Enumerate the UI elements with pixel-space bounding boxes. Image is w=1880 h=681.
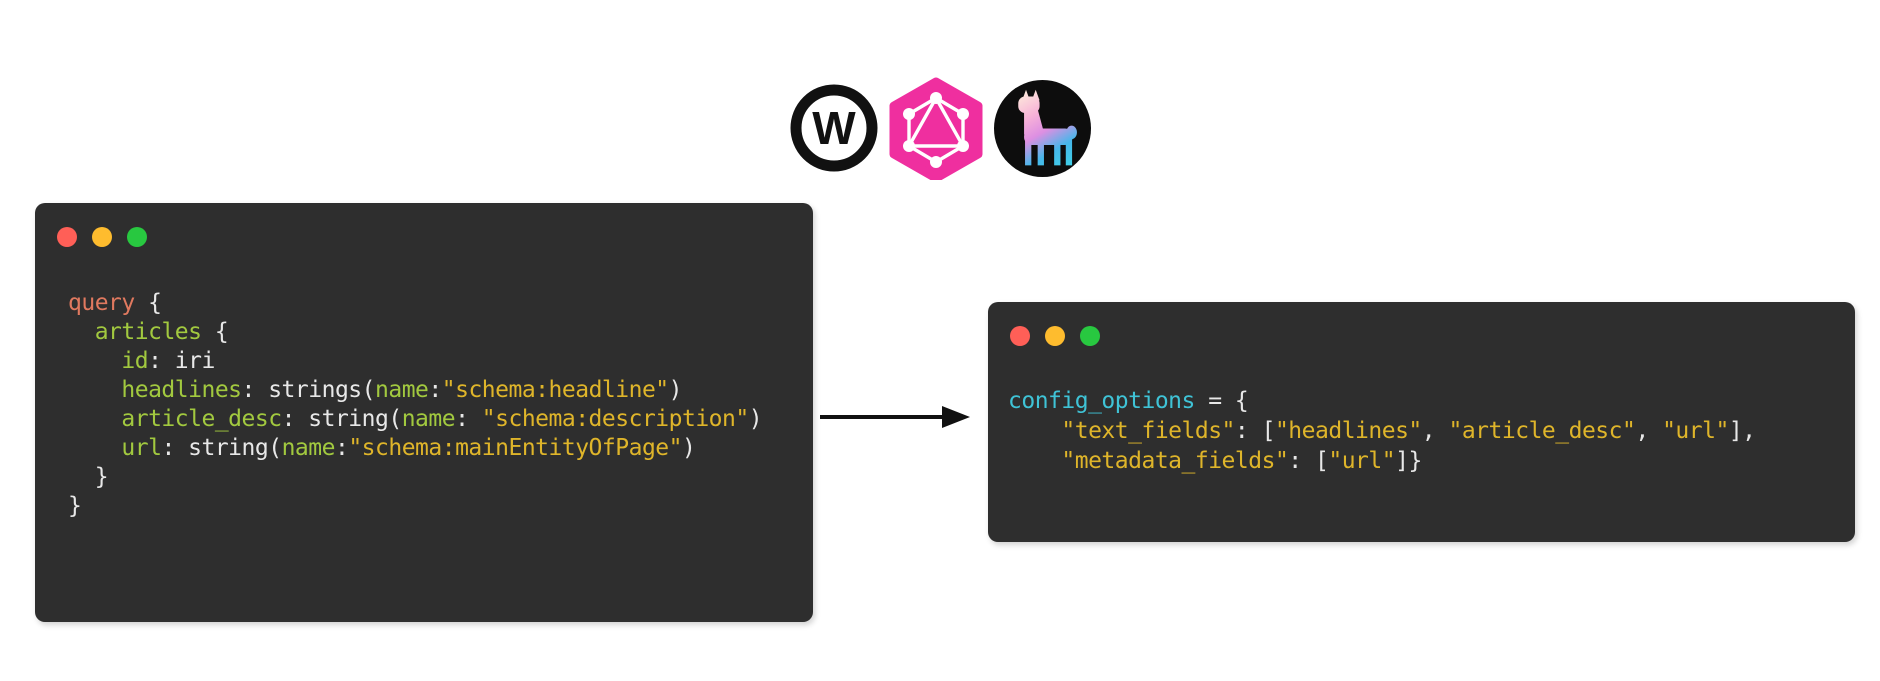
config-options-code: config_options = { "text_fields": ["head… — [1008, 386, 1756, 476]
code-line: "metadata_fields": ["url"]} — [1061, 448, 1422, 474]
llama-logo-icon — [993, 79, 1091, 177]
code-line: config_options = { — [1008, 388, 1249, 414]
code-line: } — [68, 493, 82, 519]
window-controls — [57, 227, 147, 247]
graphql-logo-icon — [889, 77, 982, 180]
graphql-query-code: query { articles { id: iri headlines: st… — [68, 289, 763, 521]
arrow-right-icon — [820, 400, 972, 434]
code-line: query { — [68, 290, 162, 316]
config-options-window: config_options = { "text_fields": ["head… — [988, 302, 1855, 542]
minimize-button-icon — [1045, 326, 1065, 346]
code-line: headlines: strings(name:"schema:headline… — [121, 377, 683, 403]
code-line: article_desc: string(name: "schema:descr… — [121, 406, 763, 432]
close-button-icon — [1010, 326, 1030, 346]
code-line: } — [68, 464, 109, 490]
llama-silhouette — [1017, 89, 1077, 165]
code-line: "text_fields": ["headlines", "article_de… — [1061, 418, 1756, 444]
graphql-query-window: query { articles { id: iri headlines: st… — [35, 203, 813, 622]
weaviate-letter: W — [812, 102, 856, 154]
minimize-button-icon — [92, 227, 112, 247]
logo-row: W — [0, 76, 1880, 180]
code-line: id: iri — [121, 348, 215, 374]
close-button-icon — [57, 227, 77, 247]
zoom-button-icon — [1080, 326, 1100, 346]
zoom-button-icon — [127, 227, 147, 247]
code-line: articles { — [94, 319, 229, 345]
graphql-nodes — [902, 92, 969, 168]
weaviate-logo-icon: W — [790, 84, 877, 172]
code-line: url: string(name:"schema:mainEntityOfPag… — [121, 435, 696, 461]
window-controls — [1010, 326, 1100, 346]
